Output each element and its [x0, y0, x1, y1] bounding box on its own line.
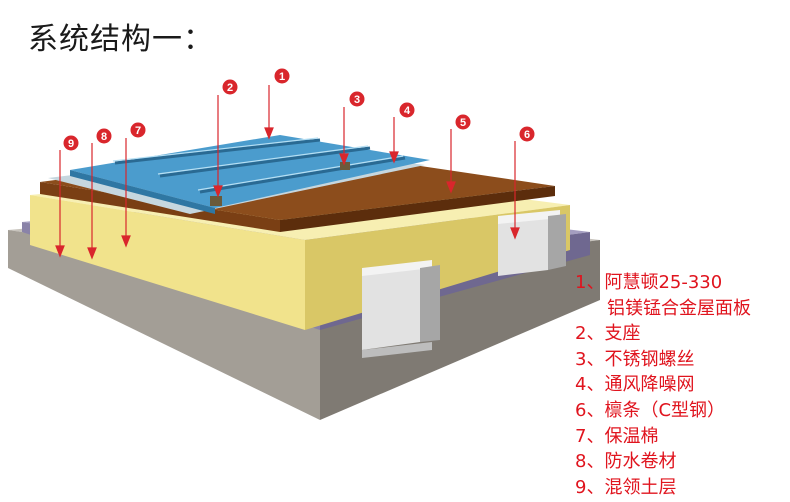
callout-4: 4 — [399, 102, 415, 118]
legend: 1、阿慧顿25-330 铝镁锰合金屋面板 2、支座 3、不锈钢螺丝 4、通风降噪… — [575, 270, 785, 500]
callout-1: 1 — [274, 68, 290, 84]
callout-3: 3 — [349, 91, 365, 107]
arrow-6 — [510, 227, 520, 240]
roof-panel — [70, 135, 430, 214]
arrow-3 — [339, 153, 349, 166]
svg-text:8: 8 — [101, 131, 107, 143]
svg-text:9: 9 — [68, 138, 74, 150]
callout-5: 5 — [455, 114, 471, 130]
legend-item-2: 2、支座 — [575, 323, 641, 345]
svg-text:2: 2 — [227, 82, 233, 94]
legend-item-8: 8、防水卷材 — [575, 451, 677, 473]
callout-6: 6 — [519, 126, 535, 142]
arrow-4 — [389, 151, 399, 164]
callout-9: 9 — [63, 135, 79, 151]
callout-8: 8 — [96, 128, 112, 144]
arrow-5 — [446, 181, 456, 194]
purlin-front — [362, 260, 440, 358]
svg-text:5: 5 — [460, 117, 466, 129]
callout-7: 7 — [130, 122, 146, 138]
svg-text:3: 3 — [354, 94, 360, 106]
screw-mark — [340, 162, 350, 170]
arrow-7 — [121, 235, 131, 248]
page-title: 系统结构一： — [28, 22, 214, 57]
legend-item-4: 4、通风降噪网 — [575, 374, 695, 396]
svg-text:6: 6 — [524, 129, 530, 141]
legend-item-9: 9、混领土层 — [575, 476, 677, 498]
legend-item-6: 6、檩条（C型钢） — [575, 399, 726, 421]
legend-item-7: 7、保温棉 — [575, 425, 659, 447]
purlin-back — [498, 210, 566, 276]
arrow-2 — [213, 185, 223, 198]
svg-text:7: 7 — [135, 125, 141, 137]
legend-item-3: 3、不锈钢螺丝 — [575, 348, 695, 370]
legend-item-1: 1、阿慧顿25-330 — [575, 272, 723, 293]
callout-2: 2 — [222, 79, 238, 95]
svg-text:1: 1 — [279, 71, 285, 83]
arrow-9 — [55, 245, 65, 258]
legend-item-1-cont: 铝镁锰合金屋面板 — [607, 297, 751, 319]
support-clip — [210, 196, 222, 206]
arrow-1 — [264, 127, 274, 140]
svg-text:4: 4 — [404, 105, 411, 117]
arrow-8 — [87, 247, 97, 260]
